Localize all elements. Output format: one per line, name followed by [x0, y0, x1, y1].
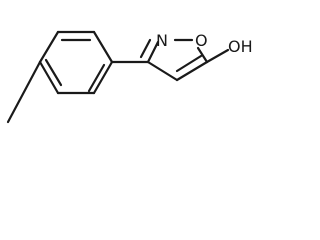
bond-ar6-ar1: [92, 30, 114, 64]
bond-c5-c4: [175, 60, 209, 82]
bond-ar3-ar4-inner: [44, 58, 63, 87]
bond-c4-c3: [146, 60, 179, 82]
bond-c3-n2-double: [139, 38, 152, 59]
bond-methyl: [6, 60, 42, 124]
bond-ar3-ar4: [38, 60, 60, 95]
atom-label-oh: OH: [228, 37, 253, 56]
molecule-drawing: N O OH: [6, 30, 253, 124]
atom-label-o: O: [195, 31, 208, 50]
structure-canvas: N O OH: [0, 0, 264, 142]
bond-c3-n2: [146, 40, 160, 64]
bond-o1-c5: [196, 46, 209, 64]
bond-c5-oh: [205, 48, 230, 64]
bond-c5-c4-double: [175, 54, 203, 73]
bond-ar4-ar5: [38, 30, 60, 64]
bond-ar1-ar2: [92, 60, 114, 95]
bond-ar1-ar2-inner: [87, 63, 106, 93]
atom-label-n: N: [156, 31, 168, 50]
